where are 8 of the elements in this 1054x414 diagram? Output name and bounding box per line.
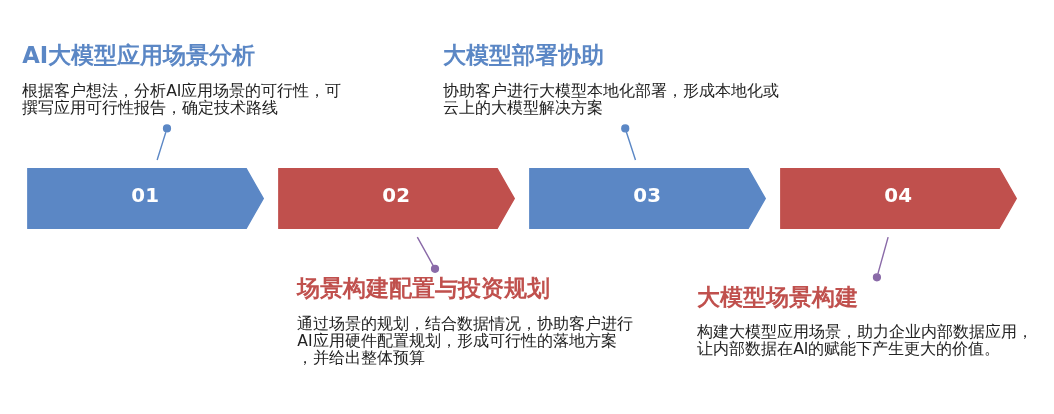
node-text: 大模型场景构建 构建大模型应用场景，助力企业内部数据应用，让内部数据在AI的赋能下产生更大的价值。 bbox=[697, 283, 1034, 359]
node-text: 大模型部署协助 协助客户进行大模型本地化部署，形成本地化或云上的大模型解决方案 bbox=[443, 42, 780, 118]
connector bbox=[872, 236, 889, 282]
connector bbox=[156, 124, 172, 161]
node-text: AI大模型应用场景分析 根据客户想法，分析AI应用场景的可行性，可撰写应用可行性报告，确定技术路线 bbox=[22, 42, 342, 118]
node-text: 场景构建配置与投资规划 通过场景的规划，结合数据情况，协助客户进行AI应用硬件配置规划，形成可行性的落地方案，并给出整体预算 bbox=[297, 275, 634, 367]
connector bbox=[621, 124, 637, 161]
connector bbox=[416, 236, 440, 273]
